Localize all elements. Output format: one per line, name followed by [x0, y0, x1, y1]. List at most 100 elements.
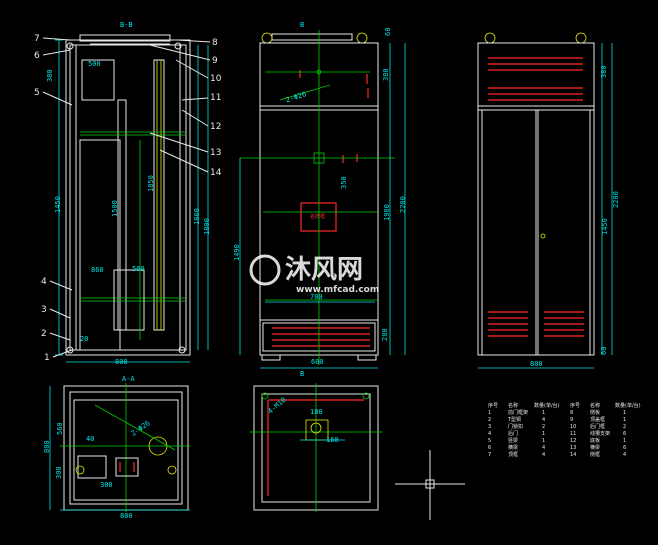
dim-560-aa: 560 [56, 422, 64, 435]
section-aa-view: A-A 800 560 40 300 300 800 2-Φ26 [43, 375, 190, 520]
dim-160: 160 [326, 436, 339, 444]
callout-4: 4 [41, 277, 47, 287]
top-box [81, 59, 115, 101]
table-cell: 12 [570, 438, 576, 444]
table-cell: 9 [570, 417, 573, 423]
dim-2200-front: 2200 [399, 196, 407, 213]
table-cell: 顶框 [508, 451, 518, 458]
table-cell: 后门 [508, 430, 518, 437]
table-cell: 4 [542, 452, 545, 458]
table-header: 名称 [590, 402, 600, 409]
watermark-text: 沐风网 [285, 255, 363, 285]
table-cell: 13 [570, 445, 576, 451]
inner-frame [69, 44, 187, 351]
callout-3: 3 [41, 305, 47, 315]
side-view: 380 2200 1450 60 800 [477, 32, 620, 369]
table-header: 序号 [570, 402, 580, 409]
dim-1980: 1980 [383, 204, 391, 221]
dim-300-b: 300 [100, 481, 113, 489]
dim-600: 600 [311, 358, 324, 366]
table-cell: 1 [542, 410, 545, 416]
table-cell: 横梁 [590, 444, 600, 451]
dim-60-side: 60 [600, 347, 608, 355]
dim-800-side: 800 [530, 360, 543, 368]
dim-2-phi26: 2-Φ26 [285, 90, 308, 104]
callout-7: 7 [34, 34, 40, 44]
dim-380-side: 380 [600, 65, 608, 78]
table-cell: 4 [542, 445, 545, 451]
watermark-url: www.mfcad.com [296, 285, 379, 295]
section-aa-title: A-A [122, 375, 135, 383]
table-cell: 横梁 [508, 444, 518, 451]
dim-180: 180 [310, 408, 323, 416]
table-cell: 侧板 [590, 409, 600, 416]
section-bb-view: B-B 1450 380 1860 1800 1850 1500 500 [34, 21, 222, 366]
dim-700: 700 [310, 293, 323, 301]
dim-560: 560 [132, 265, 145, 273]
table-cell: 2 [488, 417, 491, 423]
lifting-eye-side-left-icon [484, 32, 496, 44]
table-cell: 6 [488, 445, 491, 451]
dim-300: 300 [55, 466, 63, 479]
top-cap [79, 34, 171, 42]
callout-14: 14 [210, 168, 222, 178]
callout-13: 13 [210, 148, 221, 158]
callout-8: 8 [212, 38, 218, 48]
callout-10: 10 [210, 74, 222, 84]
dim-2200-side: 2200 [612, 191, 620, 208]
callout-6: 6 [34, 51, 40, 61]
callout-5: 5 [34, 88, 40, 98]
table-cell: 5 [488, 438, 491, 444]
table-cell: 顶盖框 [590, 416, 605, 423]
table-cell: 竖梁 [508, 437, 518, 444]
table-cell: T型铜 [507, 416, 521, 423]
dim-60: 60 [384, 28, 392, 36]
table-cell: 6 [623, 445, 626, 451]
table-cell: 8 [570, 410, 573, 416]
callout-2: 2 [41, 329, 47, 339]
ucs-crosshair-icon [395, 450, 465, 520]
table-cell: 2 [623, 424, 626, 430]
table-cell: 门锁扣 [508, 423, 523, 430]
table-cell: 1 [623, 438, 626, 444]
table-header: 名称 [508, 402, 518, 409]
table-cell: 4 [542, 417, 545, 423]
table-cell: 10 [570, 424, 576, 430]
table-cell: 3 [488, 424, 491, 430]
lifting-eye-left-icon [261, 32, 273, 44]
dim-800-aa-h: 800 [120, 512, 133, 520]
dim-1850: 1850 [147, 175, 155, 192]
mounting-rail [153, 59, 165, 331]
section-bb-title: B-B [120, 21, 133, 29]
callout-1: 1 [44, 353, 50, 363]
dim-800-aa-v: 800 [43, 440, 51, 453]
dim-40: 40 [86, 435, 94, 443]
front-top-cap [271, 33, 353, 41]
dim-280: 280 [381, 328, 389, 341]
dim-1500: 1500 [111, 200, 119, 217]
table-cell: 14 [570, 452, 576, 458]
table-cell: 1 [488, 410, 491, 416]
table-cell: 线槽支架 [590, 430, 610, 437]
table-cell: 11 [570, 431, 576, 437]
dim-1860: 1860 [193, 208, 201, 225]
watermark-logo-icon [249, 254, 281, 286]
callout-9: 9 [212, 56, 218, 66]
lifting-eye-side-right-icon [575, 32, 587, 44]
table-cell: 7 [488, 452, 491, 458]
dim-500: 500 [88, 60, 101, 68]
table-cell: 1 [623, 410, 626, 416]
front-view: 名牌框 60 380 2200 1980 280 1490 350 700 60… [233, 21, 407, 378]
dim-1490: 1490 [233, 244, 241, 261]
dim-350: 350 [340, 176, 348, 189]
table-cell: 2 [542, 424, 545, 430]
dim-380: 380 [46, 69, 54, 82]
table-cell: 4 [488, 431, 491, 437]
table-cell: 侧框 [590, 451, 600, 458]
dim-4-m10: 4-M10 [266, 396, 287, 416]
dim-1450-side: 1450 [601, 218, 609, 235]
table-header: 序号 [488, 402, 498, 409]
table-cell: 4 [623, 452, 626, 458]
